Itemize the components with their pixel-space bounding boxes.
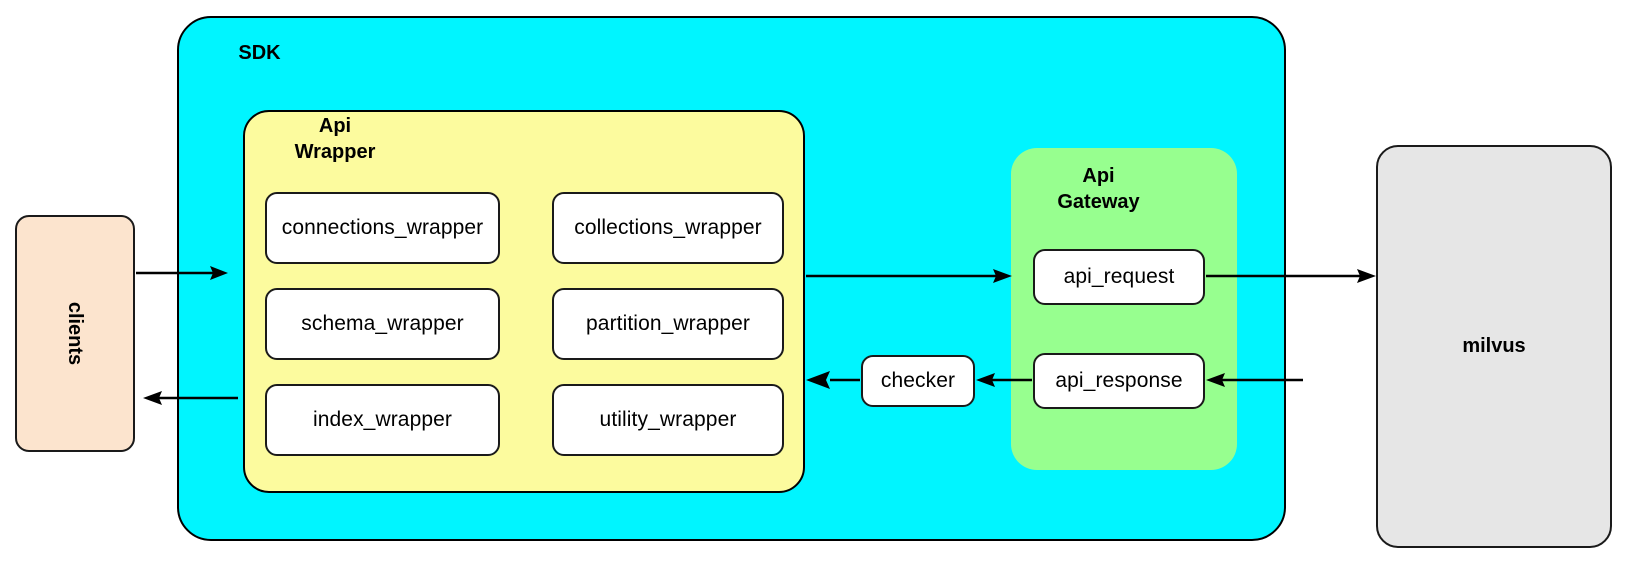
- node-partition-wrapper[interactable]: partition_wrapper: [552, 288, 784, 360]
- node-checker-label: checker: [880, 369, 956, 392]
- node-index-wrapper[interactable]: index_wrapper: [265, 384, 500, 456]
- node-schema-wrapper[interactable]: schema_wrapper: [265, 288, 500, 360]
- node-collections-wrapper-label: collections_wrapper: [574, 216, 762, 239]
- node-index-wrapper-label: index_wrapper: [312, 408, 453, 431]
- node-collections-wrapper[interactable]: collections_wrapper: [552, 192, 784, 264]
- group-api-gateway[interactable]: [1011, 148, 1237, 470]
- node-clients-label: clients: [64, 301, 87, 366]
- node-schema-wrapper-label: schema_wrapper: [301, 312, 464, 335]
- node-connections-wrapper-label: connections_wrapper: [281, 216, 484, 239]
- node-api-response[interactable]: api_response: [1033, 353, 1205, 409]
- node-connections-wrapper[interactable]: connections_wrapper: [265, 192, 500, 264]
- node-utility-wrapper-label: utility_wrapper: [599, 408, 737, 431]
- node-utility-wrapper[interactable]: utility_wrapper: [552, 384, 784, 456]
- node-partition-wrapper-label: partition_wrapper: [586, 312, 750, 335]
- node-checker[interactable]: checker: [861, 355, 975, 407]
- node-api-request[interactable]: api_request: [1033, 249, 1205, 305]
- node-api-request-label: api_request: [1063, 265, 1175, 288]
- node-milvus-label: milvus: [1462, 335, 1526, 357]
- node-clients[interactable]: clients: [15, 215, 135, 452]
- node-milvus[interactable]: milvus: [1376, 145, 1612, 548]
- node-api-response-label: api_response: [1055, 369, 1183, 392]
